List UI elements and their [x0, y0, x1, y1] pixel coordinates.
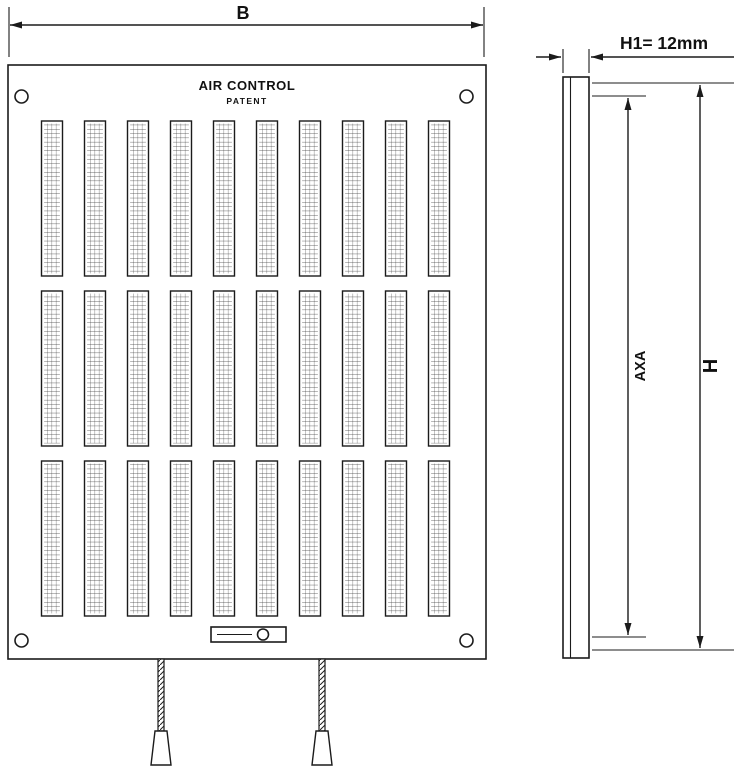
vent-slot-mesh	[259, 463, 275, 614]
slider-knob	[256, 628, 270, 641]
vent-slot-mesh	[87, 123, 103, 274]
screw-hole-top-left	[14, 89, 29, 104]
vent-slot	[255, 460, 279, 617]
h-dimension-label: H	[700, 359, 722, 373]
vent-slot-mesh	[388, 293, 404, 444]
vent-slot-mesh	[345, 293, 361, 444]
patent-label: PATENT	[226, 96, 267, 106]
vent-slot-mesh	[388, 123, 404, 274]
vent-slot-mesh	[345, 123, 361, 274]
vent-slot	[169, 460, 193, 617]
vent-slots	[40, 120, 451, 617]
pull-cord-left	[157, 658, 165, 732]
vent-slot	[255, 120, 279, 277]
vent-slot-mesh	[44, 123, 60, 274]
vent-slot-mesh	[87, 293, 103, 444]
brand-label: AIR CONTROL	[199, 78, 296, 93]
vent-slot-mesh	[44, 463, 60, 614]
vent-slot-mesh	[130, 463, 146, 614]
vent-slot	[212, 290, 236, 447]
grille-panel	[7, 64, 487, 660]
screw-hole-top-right	[459, 89, 474, 104]
vent-slot	[341, 460, 365, 617]
vent-slot-mesh	[345, 463, 361, 614]
front-view: B AIR CONTROL PATENT	[7, 3, 487, 766]
vent-slot	[40, 290, 64, 447]
vent-slot	[341, 290, 365, 447]
vent-slot-mesh	[259, 123, 275, 274]
vent-slot-mesh	[216, 463, 232, 614]
cord-pull-handle-left	[150, 730, 172, 766]
vent-slot-mesh	[302, 123, 318, 274]
h1-dimension-label: H1= 12mm	[620, 33, 708, 53]
vent-slot	[40, 120, 64, 277]
vent-slot	[255, 290, 279, 447]
vent-slot-mesh	[431, 123, 447, 274]
vent-slot	[126, 460, 150, 617]
vent-slot	[169, 120, 193, 277]
vent-slot	[384, 290, 408, 447]
vent-slot-mesh	[388, 463, 404, 614]
vent-slot-mesh	[259, 293, 275, 444]
vent-slot	[83, 120, 107, 277]
vent-slot	[298, 120, 322, 277]
vent-slot	[341, 120, 365, 277]
vent-slot	[298, 290, 322, 447]
vent-slot	[427, 120, 451, 277]
vent-slot	[83, 290, 107, 447]
screw-hole-bottom-right	[459, 633, 474, 648]
vent-slot	[212, 120, 236, 277]
vent-slot	[427, 460, 451, 617]
side-view: H1= 12mm H AXA	[536, 33, 734, 659]
vent-slot-mesh	[130, 293, 146, 444]
panel-profile	[562, 76, 590, 659]
vent-slot-mesh	[216, 123, 232, 274]
cord-pull-handle-right	[311, 730, 333, 766]
vent-slot	[169, 290, 193, 447]
vent-slot-mesh	[130, 123, 146, 274]
vent-slot-mesh	[302, 463, 318, 614]
vent-slot	[126, 290, 150, 447]
vent-slot	[83, 460, 107, 617]
vent-slot-mesh	[431, 293, 447, 444]
vent-slot	[40, 460, 64, 617]
vent-slot	[298, 460, 322, 617]
vent-slot-mesh	[173, 463, 189, 614]
axa-dimension-label: AXA	[633, 350, 649, 381]
pull-cord-right	[318, 658, 326, 732]
vent-slot	[212, 460, 236, 617]
vent-slot	[384, 460, 408, 617]
vent-slot-mesh	[173, 123, 189, 274]
screw-hole-bottom-left	[14, 633, 29, 648]
vent-slot-mesh	[431, 463, 447, 614]
vent-slot	[384, 120, 408, 277]
vent-slot-mesh	[44, 293, 60, 444]
vent-slot	[126, 120, 150, 277]
vent-slot-mesh	[216, 293, 232, 444]
vent-slot	[427, 290, 451, 447]
vent-slot-mesh	[302, 293, 318, 444]
b-dimension-label: B	[237, 3, 250, 23]
vent-slot-mesh	[173, 293, 189, 444]
vent-slot-mesh	[87, 463, 103, 614]
